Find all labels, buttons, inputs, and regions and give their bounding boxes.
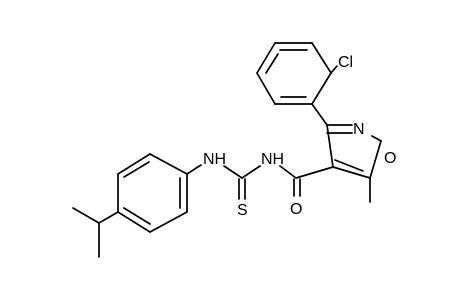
bond-line [371,135,382,142]
bond-line [279,165,297,179]
bond-line [72,207,100,224]
bond-line [295,166,334,179]
amide-nh-label: NH [261,151,284,168]
bond-line [265,53,279,74]
bond-line [117,153,151,175]
chlorine-atom-label: Cl [338,54,353,71]
bond-line [186,164,202,175]
bond-line [256,42,276,74]
ring-nitrogen-label: N [353,121,365,138]
bond-line [311,42,332,74]
bond-line [123,207,151,225]
bond-line [241,165,261,179]
bond-lines [72,42,382,258]
bond-line [149,153,188,175]
ring-oxygen-label: O [384,150,396,167]
bond-line [326,124,334,168]
bond-line [330,65,338,74]
bond-line [149,211,188,233]
aryl-nh-label: NH [203,151,226,168]
bond-line [369,140,382,179]
bond-line [256,72,276,105]
bond-line [98,211,119,224]
bond-line [334,159,364,172]
bond-line [117,211,151,233]
bond-line [123,161,150,178]
bond-line [311,72,332,105]
sulfur-atom-label: S [237,202,248,219]
carbonyl-oxygen-label: O [290,201,302,218]
bond-line [223,165,243,179]
bond-line [311,103,328,126]
bond-line [332,166,371,179]
